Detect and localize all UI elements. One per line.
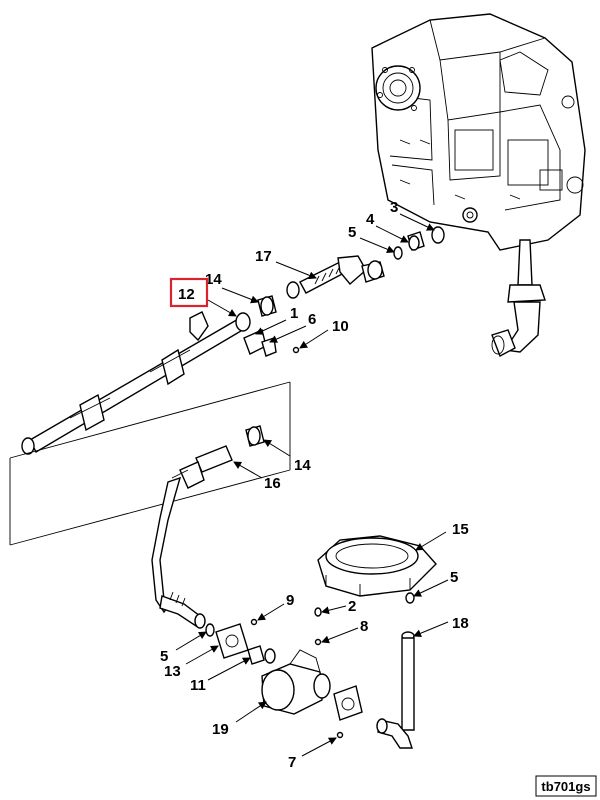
part-18-pipe xyxy=(376,631,415,749)
part-11-gasket xyxy=(247,645,276,665)
callout-6: 6 xyxy=(308,311,316,328)
highlight-box-callout-12 xyxy=(169,277,209,308)
callout-16: 16 xyxy=(264,475,281,492)
part-14-coupling-lower xyxy=(245,425,265,447)
part-13-flange xyxy=(215,623,249,659)
callout-labels: 3 4 5 17 14 12 1 6 10 14 16 15 5 9 2 18 … xyxy=(160,199,469,771)
part-4-fitting xyxy=(407,231,425,251)
callout-11: 11 xyxy=(190,677,206,694)
callout-14-upper: 14 xyxy=(205,271,222,288)
part-5-o-ring-lower-left xyxy=(205,623,215,637)
part-8-screw xyxy=(314,638,322,646)
part-5-o-ring-upper xyxy=(393,246,403,260)
part-16-tube xyxy=(151,445,233,629)
callout-5-right: 5 xyxy=(450,569,458,586)
callout-2: 2 xyxy=(348,598,356,615)
part-12-shaft-assembly xyxy=(21,312,251,455)
callout-13: 13 xyxy=(164,663,181,680)
reference-code-box: tb701gs xyxy=(535,775,597,797)
part-17-hose xyxy=(286,255,385,299)
callout-19: 19 xyxy=(212,721,229,738)
callout-7: 7 xyxy=(288,754,296,771)
part-2-washer xyxy=(314,607,322,617)
callout-10: 10 xyxy=(332,318,349,335)
part-10-screw xyxy=(292,346,300,354)
callout-14-lower: 14 xyxy=(294,457,311,474)
callout-9: 9 xyxy=(286,592,294,609)
callout-17: 17 xyxy=(255,248,272,265)
reference-code: tb701gs xyxy=(541,779,590,794)
part-15-ring-housing xyxy=(317,535,437,597)
housing-outlet-pipe xyxy=(491,239,546,357)
part-9-pin xyxy=(250,618,258,626)
projection-lines xyxy=(9,381,291,546)
part-7-screw xyxy=(336,731,344,739)
callout-3: 3 xyxy=(390,199,398,216)
callout-1: 1 xyxy=(290,305,298,322)
callout-5-lower-left: 5 xyxy=(160,648,168,665)
part-3-o-ring xyxy=(431,226,445,244)
callout-8: 8 xyxy=(360,618,368,635)
callout-15: 15 xyxy=(452,521,469,538)
callout-12: 12 xyxy=(178,286,195,303)
leader-lines xyxy=(175,213,449,757)
callout-4: 4 xyxy=(366,211,375,228)
lower-flange xyxy=(333,685,363,721)
callout-18: 18 xyxy=(452,615,469,632)
callout-5-upper: 5 xyxy=(348,224,356,241)
part-14-coupling-upper xyxy=(257,295,277,317)
part-5-o-ring-right xyxy=(405,592,415,604)
transmission-housing xyxy=(371,13,586,251)
